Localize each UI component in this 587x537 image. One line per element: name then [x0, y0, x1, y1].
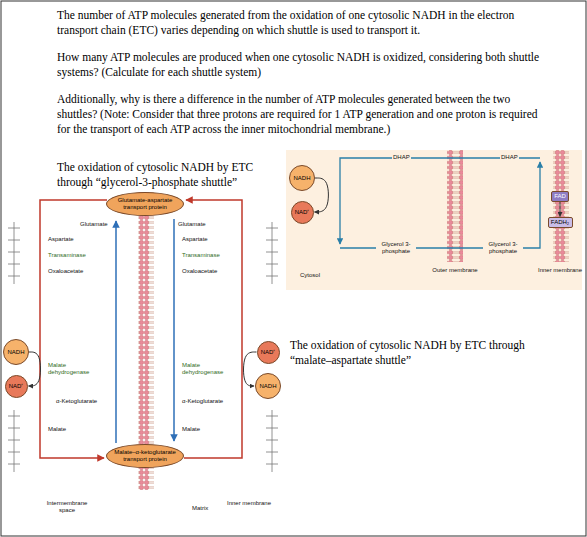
membrane-label: Inner membrane: [226, 500, 272, 507]
bond: [14, 222, 15, 284]
enzyme-label: Transaminase: [182, 252, 220, 259]
nadh-circle: NADH: [289, 165, 315, 191]
molecule-label: Oxaloacetate: [182, 268, 217, 275]
figure-ground: [286, 150, 582, 290]
aspartate-malate-path: [40, 200, 107, 458]
node-text: NADH: [7, 349, 24, 356]
question-text: The number of ATP molecules generated fr…: [57, 8, 547, 38]
bond: [14, 410, 15, 472]
transport-protein: Malate–α-ketoglutarate transport protein: [106, 444, 184, 468]
bond: [266, 464, 278, 465]
molecule-label: Aspartate: [182, 236, 208, 243]
nadh-circle: NADH: [255, 373, 281, 399]
bond: [8, 276, 20, 277]
membrane-label: Outer membrane: [432, 267, 478, 274]
node-text: Malate–α-ketoglutarate transport protein: [113, 449, 177, 463]
membrane-label: Inner membrane: [537, 267, 583, 274]
molecule-label: Glutamate: [178, 221, 206, 228]
node-text: NAD⁺: [261, 349, 276, 356]
molecule-label: Glycerol 3-phosphate: [376, 241, 416, 255]
nad-circle: NAD⁺: [257, 341, 280, 364]
node-text: FAD: [554, 193, 566, 200]
dhap-arrow: [340, 158, 540, 244]
molecule-label: DHAP: [392, 154, 411, 161]
molecule-label: Glycerol 3-phosphate: [483, 241, 523, 255]
node-text: NAD⁺: [9, 383, 24, 390]
bond: [266, 452, 278, 453]
bond: [8, 452, 20, 453]
reaction-arrow: [560, 202, 561, 217]
ketoglutarate-glutamate-path: [115, 221, 117, 443]
reaction-arrow: [315, 178, 329, 212]
enzyme-label: Malate dehydrogenase: [182, 362, 226, 376]
bond: [266, 252, 278, 253]
bond: [266, 440, 278, 441]
g3p-arrow: [340, 162, 540, 248]
reaction-arrow: [29, 352, 41, 386]
node-text: Glutamate-aspartate transport protein: [113, 197, 177, 211]
bond: [266, 228, 278, 229]
bond: [8, 252, 20, 253]
structural-formulas: [8, 222, 278, 472]
bond: [8, 416, 20, 417]
bond: [266, 428, 278, 429]
molecule-label: Glutamate: [80, 221, 108, 228]
nadh-circle: NADH: [3, 339, 29, 365]
node-text: NADH: [259, 383, 276, 390]
bond: [266, 264, 278, 265]
nad-circle: NAD⁺: [291, 201, 314, 224]
bond: [8, 240, 20, 241]
question-text: Additionally, why is there a difference …: [57, 92, 547, 137]
enzyme-label: Transaminase: [48, 252, 86, 259]
fadh2-box: FADH₂: [548, 217, 573, 228]
bond: [8, 228, 20, 229]
outer-membrane: [447, 150, 463, 262]
glutamate-ketoglutarate-path: [173, 219, 175, 441]
inner-membrane: [553, 150, 569, 262]
molecule-label: α-Ketoglutarate: [56, 398, 97, 405]
molecule-label: Oxaloacetate: [48, 268, 83, 275]
node-text: NADH: [293, 175, 310, 182]
figure-caption: The oxidation of cytosolic NADH by ETC t…: [290, 338, 552, 368]
figure-caption: The oxidation of cytosolic NADH by ETC t…: [57, 160, 283, 190]
molecule-label: Malate: [48, 426, 66, 433]
nad-circle: NAD⁺: [5, 375, 28, 398]
compartment-label: Cytosol: [300, 272, 320, 279]
node-text: FADH₂: [551, 219, 569, 226]
transport-protein: Glutamate-aspartate transport protein: [106, 192, 184, 216]
fad-box: FAD: [551, 191, 569, 202]
enzyme-label: Malate dehydrogenase: [48, 362, 92, 376]
bond: [8, 440, 20, 441]
bond: [272, 410, 273, 472]
bond: [266, 416, 278, 417]
molecule-label: Aspartate: [48, 236, 74, 243]
molecule-label: Malate: [182, 426, 200, 433]
bond: [8, 264, 20, 265]
bond: [266, 276, 278, 277]
compartment-label: Intermembrane space: [40, 500, 94, 514]
bond: [272, 222, 273, 284]
question-text: How many ATP molecules are produced when…: [57, 50, 547, 80]
node-text: NAD⁺: [295, 209, 310, 216]
bond: [8, 428, 20, 429]
bond: [266, 240, 278, 241]
compartment-label: Matrix: [192, 505, 208, 512]
molecule-label: DHAP: [500, 154, 519, 161]
reaction-arrow: [244, 352, 257, 386]
molecule-label: α-Ketoglutarate: [182, 398, 223, 405]
bond: [8, 464, 20, 465]
